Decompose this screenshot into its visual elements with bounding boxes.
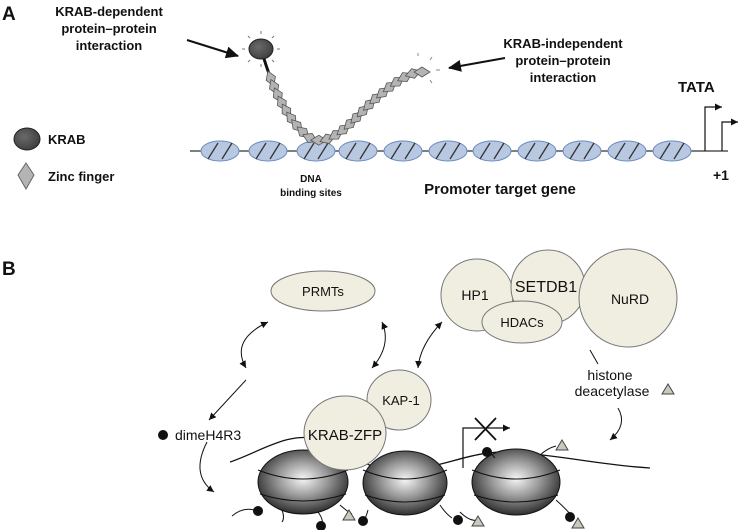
dna-bead [562,140,602,162]
panel-a-letter: A [2,4,16,25]
tata-label: TATA [678,79,715,96]
hdacs-ellipse [481,300,563,344]
krab-dependent-line3: interaction [76,38,143,53]
dna-bead [517,140,557,162]
deacetylase-arrow [609,407,623,441]
panel-b-letter: B [2,259,16,280]
dna-bead [428,140,468,162]
krab-dependent-arrow [186,39,239,59]
legend-zinc-finger-icon [17,162,35,191]
transcription-arrow [462,424,510,468]
dna-bead [652,140,692,162]
tata-arrow [704,103,722,151]
dna-bead [200,140,240,162]
krab-domain-circle [248,38,274,60]
dna-bead [607,140,647,162]
nurd-circle [578,248,678,348]
zinc-fingers [265,66,431,146]
dime-to-nucleosome-arrow [199,441,215,493]
dime-dot-icon [158,430,168,440]
krab-dependent-label: KRAB-dependent protein–protein interacti… [55,4,163,53]
krab-dependent-line1: KRAB-dependent [55,4,163,19]
krab-independent-label: KRAB-independent protein–protein interac… [503,36,623,85]
prmts-label: PRMTs [302,284,344,299]
zfp-tail-rays [417,53,440,84]
kap1-bubble: KAP-1 [366,369,432,431]
nucleosome-3 [471,448,561,516]
legend-krab-label: KRAB [48,132,86,147]
hdacs-connector [589,349,599,365]
plus-one-arrow [721,118,738,151]
krab-dependent-line2: protein–protein [61,21,156,36]
krab-independent-line3: interaction [530,70,597,85]
dna-bead [338,140,378,162]
krab-independent-line2: protein–protein [515,53,610,68]
dna-binding-line2: binding sites [280,188,342,199]
krab-independent-arrow [448,57,506,72]
prmts-bubble: PRMTs [270,270,376,312]
histone-label: histone [587,367,632,383]
block-x-2 [474,417,497,441]
kap1-prmts-interaction-arrow [371,321,388,369]
setdb1-label: SETDB1 [515,279,577,296]
dna-beads [200,140,692,162]
kap1-complex-interaction-arrow [415,321,443,369]
krab-zfp-label: KRAB-ZFP [308,427,382,444]
dna-binding-line1: DNA [300,174,322,185]
dna-bead [472,140,512,162]
nurd-label: NuRD [611,291,649,307]
zinc-finger-diamond [413,66,431,78]
krab-domain-rays [242,31,280,67]
prmts-interaction-arrow [239,321,269,369]
zinc-finger-diamond [310,134,328,146]
plus-one-label: +1 [713,167,729,183]
dime-label: dimeH4R3 [175,427,241,443]
blocked-transcription [462,417,510,468]
dna-bead [383,140,423,162]
legend-krab-icon [13,127,41,151]
hp1-label: HP1 [461,287,488,303]
dna-bead [296,140,336,162]
promoter-target-gene-label: Promoter target gene [424,181,576,198]
methyl-marks [253,447,575,530]
corepressor-complex: HP1 SETDB1 NuRD HDACs [440,248,678,348]
hdacs-label: HDACs [500,315,544,330]
nucleosome-2 [362,450,448,516]
deacetylase-label: deacetylase [575,383,650,399]
kap1-label: KAP-1 [382,393,420,408]
transcription-start: TATA +1 [678,79,738,183]
acetyl-marks [342,439,585,529]
krab-zfp-bubble: KRAB-ZFP [303,395,387,471]
krab-domain [242,31,280,67]
krab-independent-line1: KRAB-independent [503,36,623,51]
prmts-to-dime-arrow [208,379,247,421]
deacetylase-triangle-icon [661,383,675,395]
legend: KRAB Zinc finger [13,127,114,191]
dna-bead [248,140,288,162]
legend-zinc-finger-label: Zinc finger [48,169,114,184]
